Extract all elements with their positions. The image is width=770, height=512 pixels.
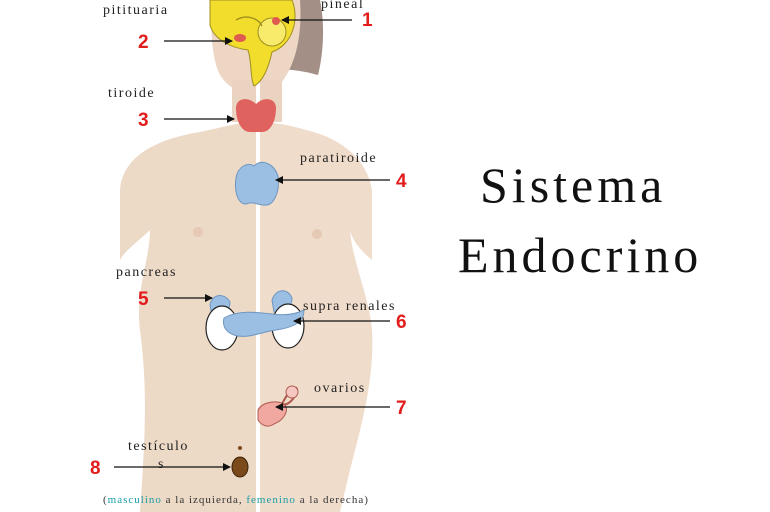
endocrine-diagram: 1 2 3 4 5 6 7 8 pineal pitituaria tiroid… [90, 0, 407, 512]
page-title-line2: Endocrino [458, 227, 703, 283]
number-5: 5 [138, 289, 149, 310]
label-ovarios: ovarios [314, 381, 366, 396]
caption-end: a la derecha) [296, 494, 369, 506]
pointer-lines [114, 16, 390, 471]
parathyroid-gland [235, 161, 279, 206]
number-3: 3 [138, 110, 149, 131]
pineal-gland [272, 17, 280, 25]
label-testiculos-line1: testículo [128, 439, 189, 454]
thyroid-gland [236, 99, 276, 132]
label-testiculos-line2: s [158, 457, 165, 472]
label-pineal: pineal [321, 0, 364, 12]
caption-open: ( [103, 494, 108, 506]
label-pitituaria: pitituaria [103, 3, 169, 18]
number-1: 1 [362, 10, 373, 31]
caption-female-word: femenino [246, 494, 296, 506]
testicle [231, 456, 249, 478]
label-paratiroide: paratiroide [300, 151, 377, 166]
label-tiroide: tiroide [108, 86, 155, 101]
body-silhouette [120, 0, 373, 512]
number-6: 6 [396, 312, 407, 333]
pituitary-gland [234, 34, 246, 42]
number-4: 4 [396, 171, 407, 192]
caption-middle: a la izquierda, [162, 494, 247, 506]
number-2: 2 [138, 32, 149, 53]
caption: (masculino a la izquierda, femenino a la… [103, 494, 369, 506]
number-8: 8 [90, 458, 101, 479]
page-title-line1: Sistema [480, 157, 667, 213]
label-supra-renales: supra renales [303, 299, 396, 314]
number-7: 7 [396, 398, 407, 419]
caption-male-word: masculino [108, 494, 162, 506]
label-pancreas: pancreas [116, 265, 177, 280]
